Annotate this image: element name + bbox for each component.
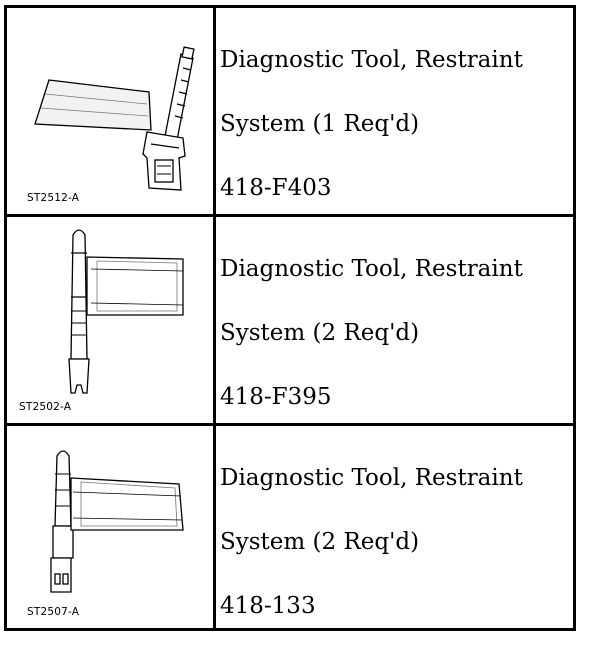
figure-code: ST2512-A [27, 192, 80, 204]
tool-name-line-1: Diagnostic Tool, Restraint [220, 465, 523, 491]
tool-part-number: 418-133 [220, 593, 316, 619]
tool-description-cell: Diagnostic Tool, Restraint System (2 Req… [220, 221, 573, 445]
tool-illustration-cell: ST2502-A [7, 217, 216, 423]
tool-illustration-cell: ST2507-A [7, 426, 216, 628]
tool-name-line-2: System (2 Req'd) [220, 320, 420, 346]
tool-illustration-cell: ST2512-A [7, 8, 216, 214]
figure-code: ST2507-A [27, 606, 80, 618]
tool-description-cell: Diagnostic Tool, Restraint System (1 Req… [220, 12, 573, 236]
figure-code: ST2502-A [19, 401, 72, 413]
tool-row: ST2507-A Diagnostic Tool, Restraint Syst… [7, 426, 573, 628]
tool-description-cell: Diagnostic Tool, Restraint System (2 Req… [220, 430, 573, 654]
tool-part-number: 418-F403 [220, 175, 332, 201]
tool-name-line-1: Diagnostic Tool, Restraint [220, 47, 523, 73]
tool-name-line-2: System (1 Req'd) [220, 111, 420, 137]
tool-name-line-2: System (2 Req'd) [220, 529, 420, 555]
tool-row: ST2502-A Diagnostic Tool, Restraint Syst… [7, 217, 573, 426]
special-tools-table: ST2512-A Diagnostic Tool, Restraint Syst… [4, 5, 576, 631]
restraint-diagnostic-tool-icon [50, 450, 184, 593]
restraint-diagnostic-tool-icon [68, 229, 184, 394]
tool-part-number: 418-F395 [220, 384, 332, 410]
tool-row: ST2512-A Diagnostic Tool, Restraint Syst… [7, 8, 573, 217]
tool-name-line-1: Diagnostic Tool, Restraint [220, 256, 523, 282]
restraint-diagnostic-tool-icon [34, 46, 195, 191]
